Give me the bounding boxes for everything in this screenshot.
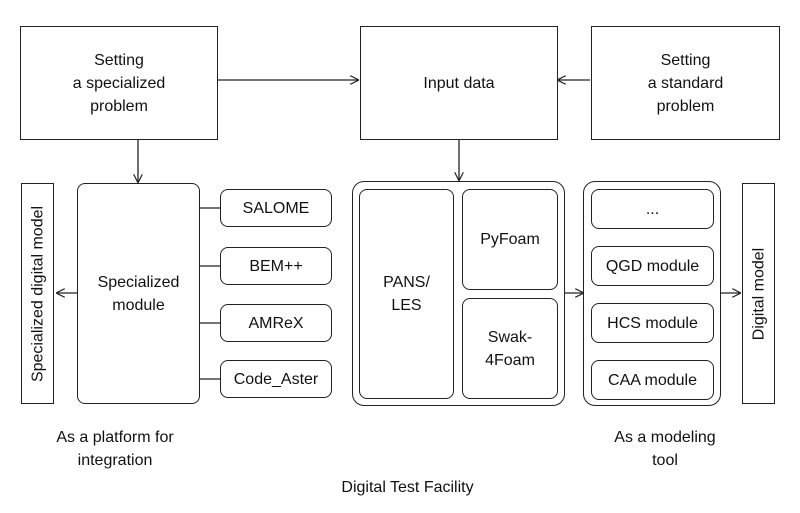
module-qgd: QGD module — [591, 246, 714, 286]
specialized-digital-model-label: Specialized digital model — [29, 205, 47, 383]
specialized-problem-box: Setting a specialized problem — [20, 26, 218, 140]
pyfoam-box: PyFoam — [462, 189, 558, 290]
caption-modeling-tool: As a modeling tool — [614, 429, 716, 469]
tool-bempp: BEM++ — [220, 247, 332, 285]
input-data-box: Input data — [360, 26, 558, 140]
standard-problem-box: Setting a standard problem — [591, 26, 780, 140]
module-hcs: HCS module — [591, 303, 714, 343]
caption-facility: Digital Test Facility — [341, 479, 474, 496]
swak4foam-box: Swak- 4Foam — [462, 298, 558, 399]
digital-model-label: Digital model — [750, 247, 768, 341]
tool-amrex: AMReX — [220, 304, 332, 342]
tool-code-aster: Code_Aster — [220, 360, 332, 398]
specialized-module-box: Specialized module — [77, 183, 200, 404]
module-ellipsis: ... — [591, 189, 714, 229]
module-caa: CAA module — [591, 360, 714, 400]
digital-model-box: Digital model — [742, 183, 775, 404]
tool-salome: SALOME — [220, 189, 332, 227]
caption-platform: As a platform for integration — [56, 429, 174, 469]
pans-les-box: PANS/ LES — [359, 189, 454, 399]
specialized-digital-model-box: Specialized digital model — [21, 183, 54, 404]
